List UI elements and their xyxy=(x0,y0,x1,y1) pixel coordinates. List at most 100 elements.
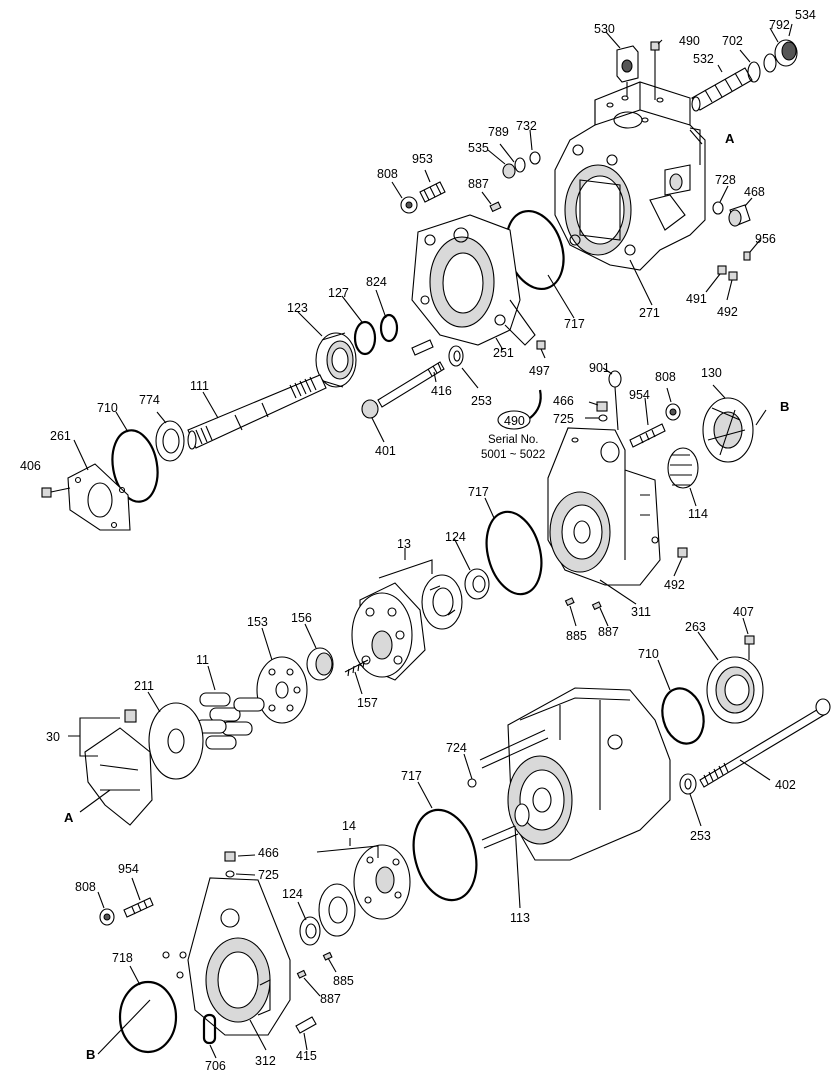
plug-492b xyxy=(677,547,688,558)
label-211: 211 xyxy=(134,679,154,693)
bearing-123 xyxy=(315,332,357,388)
seal-774 xyxy=(155,420,185,462)
label-263: 263 xyxy=(685,620,706,634)
nut-535 xyxy=(502,163,516,179)
label-885-mid: 885 xyxy=(566,629,587,643)
label-466-bottom: 466 xyxy=(258,846,279,860)
screw-490 xyxy=(650,41,660,100)
label-710-top: 710 xyxy=(97,401,118,415)
pin-887c xyxy=(296,969,307,979)
label-402: 402 xyxy=(775,778,796,792)
gasket-717b xyxy=(485,510,543,596)
plug-492a xyxy=(728,271,738,281)
label-808-mid: 808 xyxy=(655,370,676,384)
label-887-mid: 887 xyxy=(598,625,619,639)
cap-534 xyxy=(774,39,798,67)
pistons-11 xyxy=(195,692,265,750)
pin-887b xyxy=(591,601,602,611)
serial-callout-line2: 5001 ~ 5022 xyxy=(481,449,545,461)
label-490: 490 xyxy=(679,34,700,48)
oring-789 xyxy=(514,157,526,173)
label-251: 251 xyxy=(493,346,514,360)
oring-718 xyxy=(118,980,178,1054)
pin-885a xyxy=(564,597,575,607)
nut-808b xyxy=(665,403,681,421)
needle-bearing-124b xyxy=(299,916,321,946)
label-407: 407 xyxy=(733,605,754,619)
label-111: 111 xyxy=(190,379,209,393)
screw-956 xyxy=(743,251,751,261)
label-30: 30 xyxy=(46,730,60,744)
label-824: 824 xyxy=(366,275,387,289)
cylinder-block-13 xyxy=(351,582,426,681)
label-124-bottom: 124 xyxy=(282,887,303,901)
tie-bolt-401 xyxy=(361,361,445,419)
bolt-406 xyxy=(41,487,71,498)
plug-466b xyxy=(224,851,236,862)
label-725-mid: 725 xyxy=(553,412,574,426)
label-13: 13 xyxy=(397,537,411,551)
label-253-top: 253 xyxy=(471,394,492,408)
oring-724 xyxy=(467,778,477,788)
oring-710a xyxy=(111,429,159,503)
label-956: 956 xyxy=(755,232,776,246)
regulator-casing-312 xyxy=(162,877,291,1036)
label-311: 311 xyxy=(631,605,651,619)
gear-114 xyxy=(667,447,699,489)
pin-885b xyxy=(322,951,333,961)
swash-plate-30 xyxy=(84,709,153,826)
plug-466a xyxy=(596,401,608,412)
label-954-mid: 954 xyxy=(629,388,650,402)
label-789: 789 xyxy=(488,125,509,139)
label-534: 534 xyxy=(795,8,816,22)
label-156: 156 xyxy=(291,611,312,625)
label-532: 532 xyxy=(693,52,714,66)
retainer-plate-153 xyxy=(256,656,308,724)
label-124-mid: 124 xyxy=(445,530,466,544)
plug-468 xyxy=(728,204,751,227)
label-953: 953 xyxy=(412,152,433,166)
label-153: 153 xyxy=(247,615,268,629)
casing-271 xyxy=(554,81,706,271)
label-114: 114 xyxy=(688,507,708,521)
pump-body xyxy=(479,687,671,861)
label-718: 718 xyxy=(112,951,133,965)
label-14: 14 xyxy=(342,819,356,833)
label-113: 113 xyxy=(510,911,530,925)
label-401: 401 xyxy=(375,444,396,458)
label-A-bottom: A xyxy=(64,810,74,825)
label-497: 497 xyxy=(529,364,550,378)
gear-pump-130 xyxy=(702,397,754,463)
label-717-mid: 717 xyxy=(468,485,489,499)
serial-callout-part: 490 xyxy=(504,414,525,428)
label-468: 468 xyxy=(744,185,765,199)
valve-530 xyxy=(616,45,639,96)
oring-725a xyxy=(598,414,608,422)
label-808-top: 808 xyxy=(377,167,398,181)
label-954-bottom: 954 xyxy=(118,862,139,876)
label-725-bottom: 725 xyxy=(258,868,279,882)
bolt-415 xyxy=(295,1016,317,1034)
spring-157 xyxy=(344,659,369,677)
label-901: 901 xyxy=(589,361,610,375)
label-127: 127 xyxy=(328,286,349,300)
label-157: 157 xyxy=(357,696,378,710)
plate-261 xyxy=(67,463,131,531)
spherical-bushing-156 xyxy=(306,647,334,681)
washer-253a xyxy=(448,345,464,367)
serial-callout-line1: Serial No. xyxy=(488,434,539,446)
plunger-532 xyxy=(691,67,753,112)
label-887-top: 887 xyxy=(468,177,489,191)
pin-887a xyxy=(489,201,502,213)
oring-702 xyxy=(747,61,761,83)
label-123: 123 xyxy=(287,301,308,315)
label-261: 261 xyxy=(50,429,71,443)
plug-497 xyxy=(536,340,546,350)
shaft-113 xyxy=(514,803,530,827)
valve-plate-14 xyxy=(318,883,356,937)
label-710-bottom: 710 xyxy=(638,647,659,661)
circlip-824 xyxy=(379,313,399,343)
gasket-717c xyxy=(412,808,478,902)
screw-416 xyxy=(411,339,434,356)
